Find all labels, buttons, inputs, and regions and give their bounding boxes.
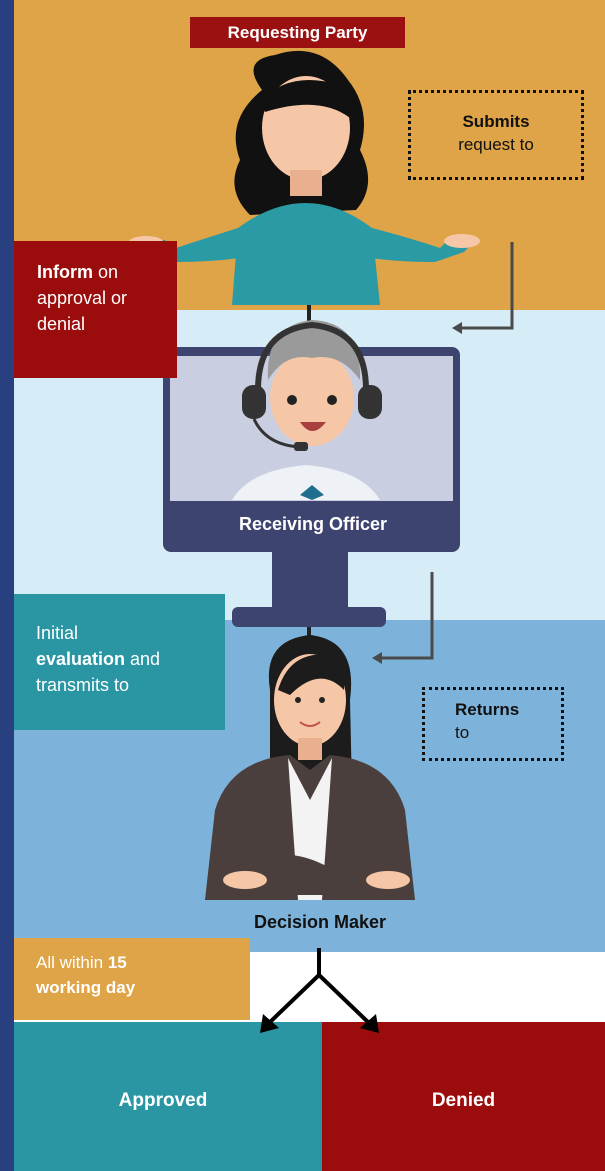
submit-arrow: [458, 242, 514, 330]
within-pre: All within: [36, 953, 108, 972]
initial-line3: transmits to: [36, 675, 130, 696]
decision-maker-illustration: [205, 635, 415, 900]
inform-rest1: on: [93, 262, 119, 282]
within-bold1: 15: [107, 953, 127, 972]
decision-maker-label: Decision Maker: [253, 912, 387, 932]
submits-note: Submits request to: [408, 90, 584, 180]
approved-panel: [14, 1022, 322, 1171]
timeframe-callout: All within 15 working day: [14, 938, 250, 1020]
monitor-illustration: [163, 320, 460, 627]
returns-rest: to: [455, 722, 470, 742]
receiving-officer-label: Receiving Officer: [238, 514, 388, 534]
inform-rest3: denial: [37, 314, 86, 335]
initial-bold: evaluation: [36, 649, 126, 670]
transmit-arrow: [378, 572, 434, 660]
left-edge-strip: [0, 0, 14, 1171]
within-bold2: working day: [36, 977, 136, 997]
initial-line1: Initial: [36, 623, 79, 643]
submits-bold: Submits: [462, 112, 530, 131]
branch-right: [317, 973, 372, 1026]
inform-rest2: approval or: [37, 288, 128, 309]
branch-left: [266, 973, 321, 1026]
denied-label: Denied: [431, 1090, 496, 1111]
initial-evaluation-callout: Initial evaluation and transmits to: [14, 594, 225, 730]
returns-bold: Returns: [455, 700, 520, 719]
returns-note: Returns to: [422, 687, 564, 761]
inform-callout: Inform on approval or denial: [14, 241, 177, 378]
approved-label: Approved: [118, 1090, 208, 1111]
requesting-party-label: Requesting Party: [190, 17, 405, 48]
inform-bold: Inform: [37, 262, 93, 282]
denied-panel: [322, 1022, 605, 1171]
initial-rest2: and: [125, 649, 161, 670]
submits-rest: request to: [458, 134, 534, 154]
